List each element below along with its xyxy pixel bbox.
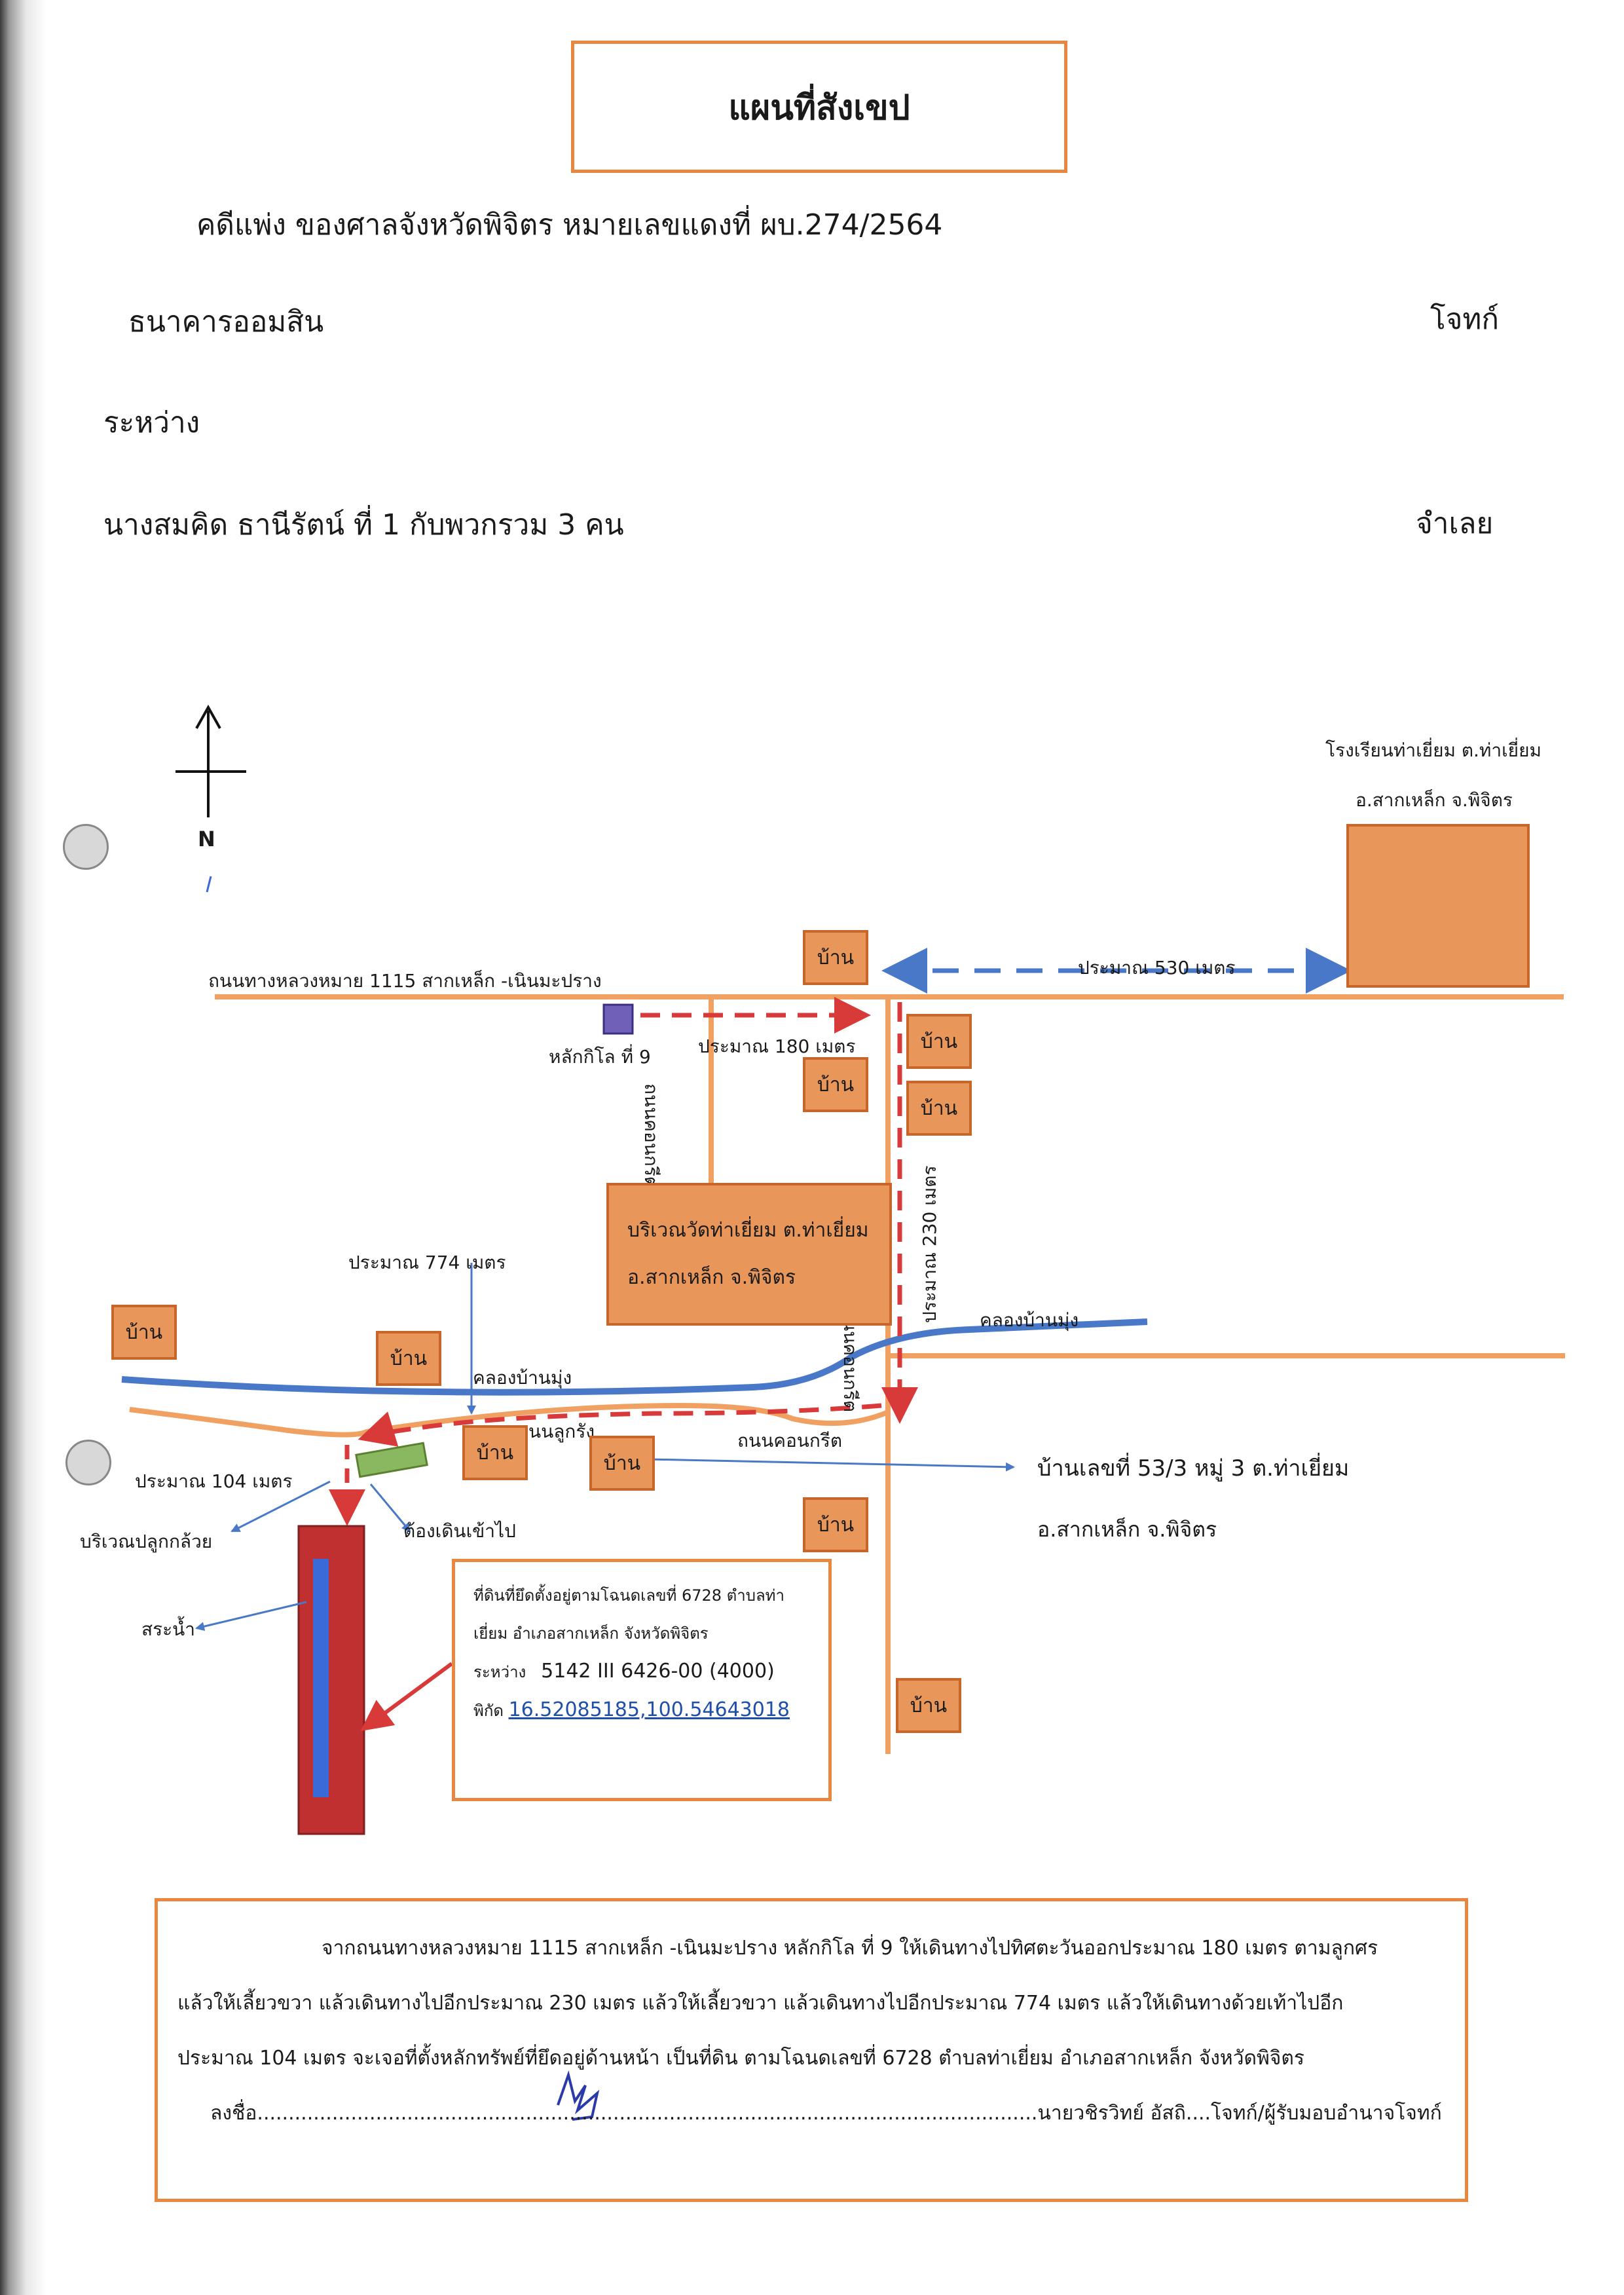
house-4: บ้าน (906, 1081, 972, 1136)
house-8: บ้าน (589, 1436, 655, 1491)
house-label: บ้าน (817, 1073, 855, 1096)
route-line2: แล้วให้เลี้ยวขวา แล้วเดินทางไปอีกประมาณ … (177, 1992, 1344, 2015)
punch-hole-top (63, 824, 109, 870)
distance-530-label: ประมาณ 530 เมตร (1078, 957, 1236, 979)
leader-banana (231, 1480, 331, 1533)
house-label: บ้าน (910, 1694, 948, 1717)
highway-label: ถนนทางหลวงหมาย 1115 สากเหล็ก -เนินมะปราง (208, 970, 602, 992)
punch-hole-bottom (65, 1440, 111, 1485)
house-label: บ้าน (920, 1096, 958, 1120)
plaintiff-name: ธนาคารออมสิน (128, 305, 324, 339)
school-label-line2: อ.สากเหล็ก จ.พิจิตร (1356, 789, 1513, 811)
route-line1: จากถนนทางหลวงหมาย 1115 สากเหล็ก -เนินมะป… (322, 1937, 1378, 1960)
concrete-road-label: ถนนคอนกรีต (737, 1430, 843, 1451)
house-label: บ้าน (817, 1513, 855, 1537)
house-3: บ้าน (803, 1057, 868, 1112)
info-line1: ที่ดินที่ยึดตั้งอยู่ตามโฉนดเลขที่ 6728 ต… (473, 1586, 784, 1605)
leader-walk (369, 1483, 411, 1533)
house-5: บ้าน (111, 1305, 177, 1360)
plaintiff-role: โจทก์ (1430, 303, 1500, 336)
address-line2: อ.สากเหล็ก จ.พิจิตร (1037, 1517, 1217, 1542)
canal-label-right: คลองบ้านมุ่ง (980, 1309, 1079, 1331)
case-line: คดีแพ่ง ของศาลจังหวัดพิจิตร หมายเลขแดงที… (196, 208, 943, 242)
route-description-box: จากถนนทางหลวงหมาย 1115 สากเหล็ก -เนินมะป… (155, 1898, 1468, 2202)
house-label: บ้าน (476, 1441, 514, 1465)
dirt-road-label: ถนนลูกรัง (517, 1421, 595, 1442)
house-label: บ้าน (125, 1320, 163, 1344)
north-arrow (175, 704, 246, 893)
temple-label-line2: อ.สากเหล็ก จ.พิจิตร (627, 1266, 796, 1289)
km-marker-label: หลักกิโล ที่ 9 (549, 1046, 651, 1068)
curved-road (129, 1402, 889, 1438)
address-line1: บ้านเลขที่ 53/3 หมู่ 3 ต.ท่าเยี่ยม (1037, 1455, 1350, 1482)
school-label-line1: โรงเรียนท่าเยี่ยม ต.ท่าเยี่ยม (1325, 739, 1541, 761)
house-1: บ้าน (803, 930, 868, 985)
house-9: บ้าน (803, 1497, 868, 1552)
info-line2: เยี่ยม อำเภอสากเหล็ก จังหวัดพิจิตร (473, 1624, 709, 1643)
house-label: บ้าน (817, 946, 855, 969)
between-label: ระหว่าง (103, 406, 200, 439)
distance-180-label: ประมาณ 180 เมตร (698, 1036, 856, 1057)
info-coord-label: พิกัด (473, 1702, 504, 1720)
leader-pond (195, 1601, 307, 1632)
pond-water (313, 1559, 329, 1797)
route-segment-west (358, 1403, 882, 1447)
house-6: บ้าน (376, 1331, 441, 1386)
defendant-role: จำเลย (1416, 507, 1494, 540)
scan-edge-shadow (0, 0, 46, 2295)
house-label: บ้าน (920, 1030, 958, 1053)
land-plot (355, 1442, 428, 1478)
walk-in-label: ต้องเดินเข้าไป (403, 1520, 516, 1542)
signature-mark (557, 2070, 600, 2121)
temple-block: บริเวณวัดท่าเยี่ยม ต.ท่าเยี่ยม อ.สากเหล็… (606, 1183, 892, 1326)
info-pointer-arrow (360, 1662, 453, 1732)
info-range-label: ระหว่าง (473, 1663, 526, 1681)
land-info-box: ที่ดินที่ยึดตั้งอยู่ตามโฉนดเลขที่ 6728 ต… (452, 1559, 832, 1801)
house-10: บ้าน (896, 1678, 961, 1733)
banana-area-label: บริเวณปลูกกล้วย (80, 1531, 213, 1552)
pond-label: สระน้ำ (141, 1618, 196, 1640)
school-block (1346, 824, 1530, 988)
km-marker-icon (602, 1003, 634, 1035)
info-range-value: 5142 III 6426-00 (4000) (541, 1660, 775, 1683)
house-label: บ้าน (603, 1451, 641, 1475)
north-label: N (198, 827, 215, 851)
route-line3: ประมาณ 104 เมตร จะเจอที่ตั้งหลักทรัพย์ที… (177, 2047, 1304, 2070)
distance-774-label: ประมาณ 774 เมตร (348, 1252, 506, 1273)
house-7: บ้าน (462, 1425, 528, 1480)
leader-address (648, 1458, 1015, 1472)
info-range: ระหว่าง 5142 III 6426-00 (4000) (473, 1652, 810, 1691)
title-box: แผนที่สังเขป (571, 41, 1067, 173)
pond-area (297, 1525, 365, 1835)
canal-label-left: คลองบ้านมุ่ง (473, 1367, 572, 1389)
temple-label-line1: บริเวณวัดท่าเยี่ยม ต.ท่าเยี่ยม (627, 1219, 869, 1242)
page-title: แผนที่สังเขป (728, 88, 910, 128)
house-label: บ้าน (390, 1347, 428, 1370)
signature-line: ลงชื่อ..................................… (210, 2102, 1442, 2125)
distance-104-label: ประมาณ 104 เมตร (135, 1470, 293, 1492)
coordinate-link[interactable]: 16.52085185,100.54643018 (508, 1698, 790, 1721)
distance-230-label: ประมาณ 230 เมตร (919, 1165, 940, 1323)
canal (121, 1318, 1148, 1396)
defendant-name: นางสมคิด ธานีรัตน์ ที่ 1 กับพวกรวม 3 คน (103, 508, 624, 542)
house-2: บ้าน (906, 1014, 972, 1069)
info-coord: พิกัด 16.52085185,100.54643018 (473, 1691, 810, 1730)
